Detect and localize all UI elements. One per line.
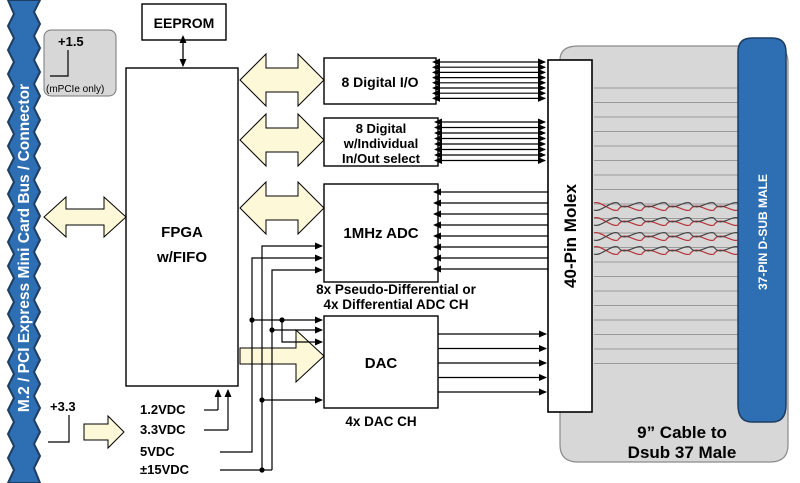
twisted-pair-wire [593, 231, 739, 242]
dac-label: DAC [365, 355, 398, 372]
dio8-arrow [239, 52, 325, 108]
dio8-sel-line3: In/Out select [342, 151, 421, 166]
twisted-pair-wire [593, 245, 739, 256]
dio8-sel-line2: w/Individual [343, 136, 418, 151]
supply-5v: 5VDC [140, 444, 175, 459]
dio8-block: 8 Digital I/O [323, 57, 437, 105]
power-3v3-label: +3.3 [50, 399, 76, 414]
dio8-sel-block: 8 Digital w/Individual In/Out select [323, 117, 439, 167]
cable-body [559, 45, 789, 463]
molex-connector: 40-Pin Molex [547, 59, 593, 413]
eeprom-block: EEPROM [141, 3, 227, 41]
power-1v5-label: +1.5 [58, 34, 84, 49]
cable-label-line2: Dsub 37 Male [628, 443, 737, 462]
signal-lines [432, 58, 548, 396]
adc-block: 1MHz ADC [323, 183, 439, 283]
twisted-pair-wire [593, 201, 739, 212]
twisted-pair-wire [593, 216, 739, 227]
bus-label: M.2 / PCI Express Mini Card Bus / Connec… [16, 84, 33, 412]
adc-label: 1MHz ADC [343, 225, 418, 242]
bus-fpga-arrow [43, 195, 127, 239]
twisted-pairs [593, 201, 739, 256]
power-in-arrow [83, 414, 125, 450]
adc-arrow [239, 180, 325, 236]
dio8-label: 8 Digital I/O [341, 74, 418, 90]
fpga-io-arrows [239, 52, 325, 384]
supply-1v2: 1.2VDC [140, 402, 186, 417]
dsub-label: 37-PIN D-SUB MALE [756, 174, 770, 290]
dsub-connector: 37-PIN D-SUB MALE [737, 37, 787, 423]
power-1v5-note: (mPCIe only) [46, 84, 104, 95]
supply-15v: ±15VDC [140, 462, 190, 477]
dio8-sel-arrow [239, 112, 325, 168]
dac-block: DAC [323, 315, 439, 409]
bus-connector: M.2 / PCI Express Mini Card Bus / Connec… [6, 0, 42, 483]
cable-label-line1: 9” Cable to [637, 423, 727, 442]
twisted-pair-wire [593, 231, 739, 242]
molex-label: 40-Pin Molex [561, 183, 580, 287]
supply-labels: 1.2VDC 3.3VDC 5VDC ±15VDC [140, 402, 190, 477]
power-rails [204, 242, 323, 471]
twisted-pair-wire [593, 201, 739, 212]
fpga-label-line1: FPGA [161, 224, 203, 241]
fpga-block: FPGA w/FIFO [125, 67, 239, 387]
adc-channels-line2: 4x Differential ADC CH [323, 297, 468, 312]
fpga-label-line2: w/FIFO [156, 249, 207, 266]
twisted-pair-wire [593, 245, 739, 256]
power-3v3: +3.3 [48, 399, 76, 443]
power-1v5-box: +1.5 (mPCIe only) [43, 29, 117, 97]
supply-3v3: 3.3VDC [140, 422, 186, 437]
dac-arrow [239, 328, 325, 384]
dac-channels: 4x DAC CH [345, 414, 416, 429]
dio8-sel-line1: 8 Digital [356, 121, 407, 136]
adc-channels-line1: 8x Pseudo-Differential or [316, 282, 477, 297]
twisted-pair-wire [593, 216, 739, 227]
eeprom-label: EEPROM [154, 15, 215, 31]
power-junctions [249, 317, 285, 473]
